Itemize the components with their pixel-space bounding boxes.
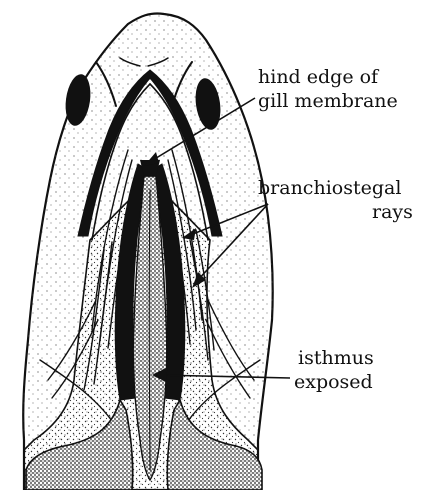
label-branchiostegal-line1: branchiostegal: [258, 177, 401, 199]
label-isthmus-line1: isthmus: [298, 347, 374, 369]
label-gill-membrane-line2: gill membrane: [258, 90, 398, 112]
label-rays-line2: rays: [372, 201, 413, 223]
label-exposed-line2: exposed: [294, 371, 373, 393]
label-hind-edge-line1: hind edge of: [258, 66, 380, 88]
